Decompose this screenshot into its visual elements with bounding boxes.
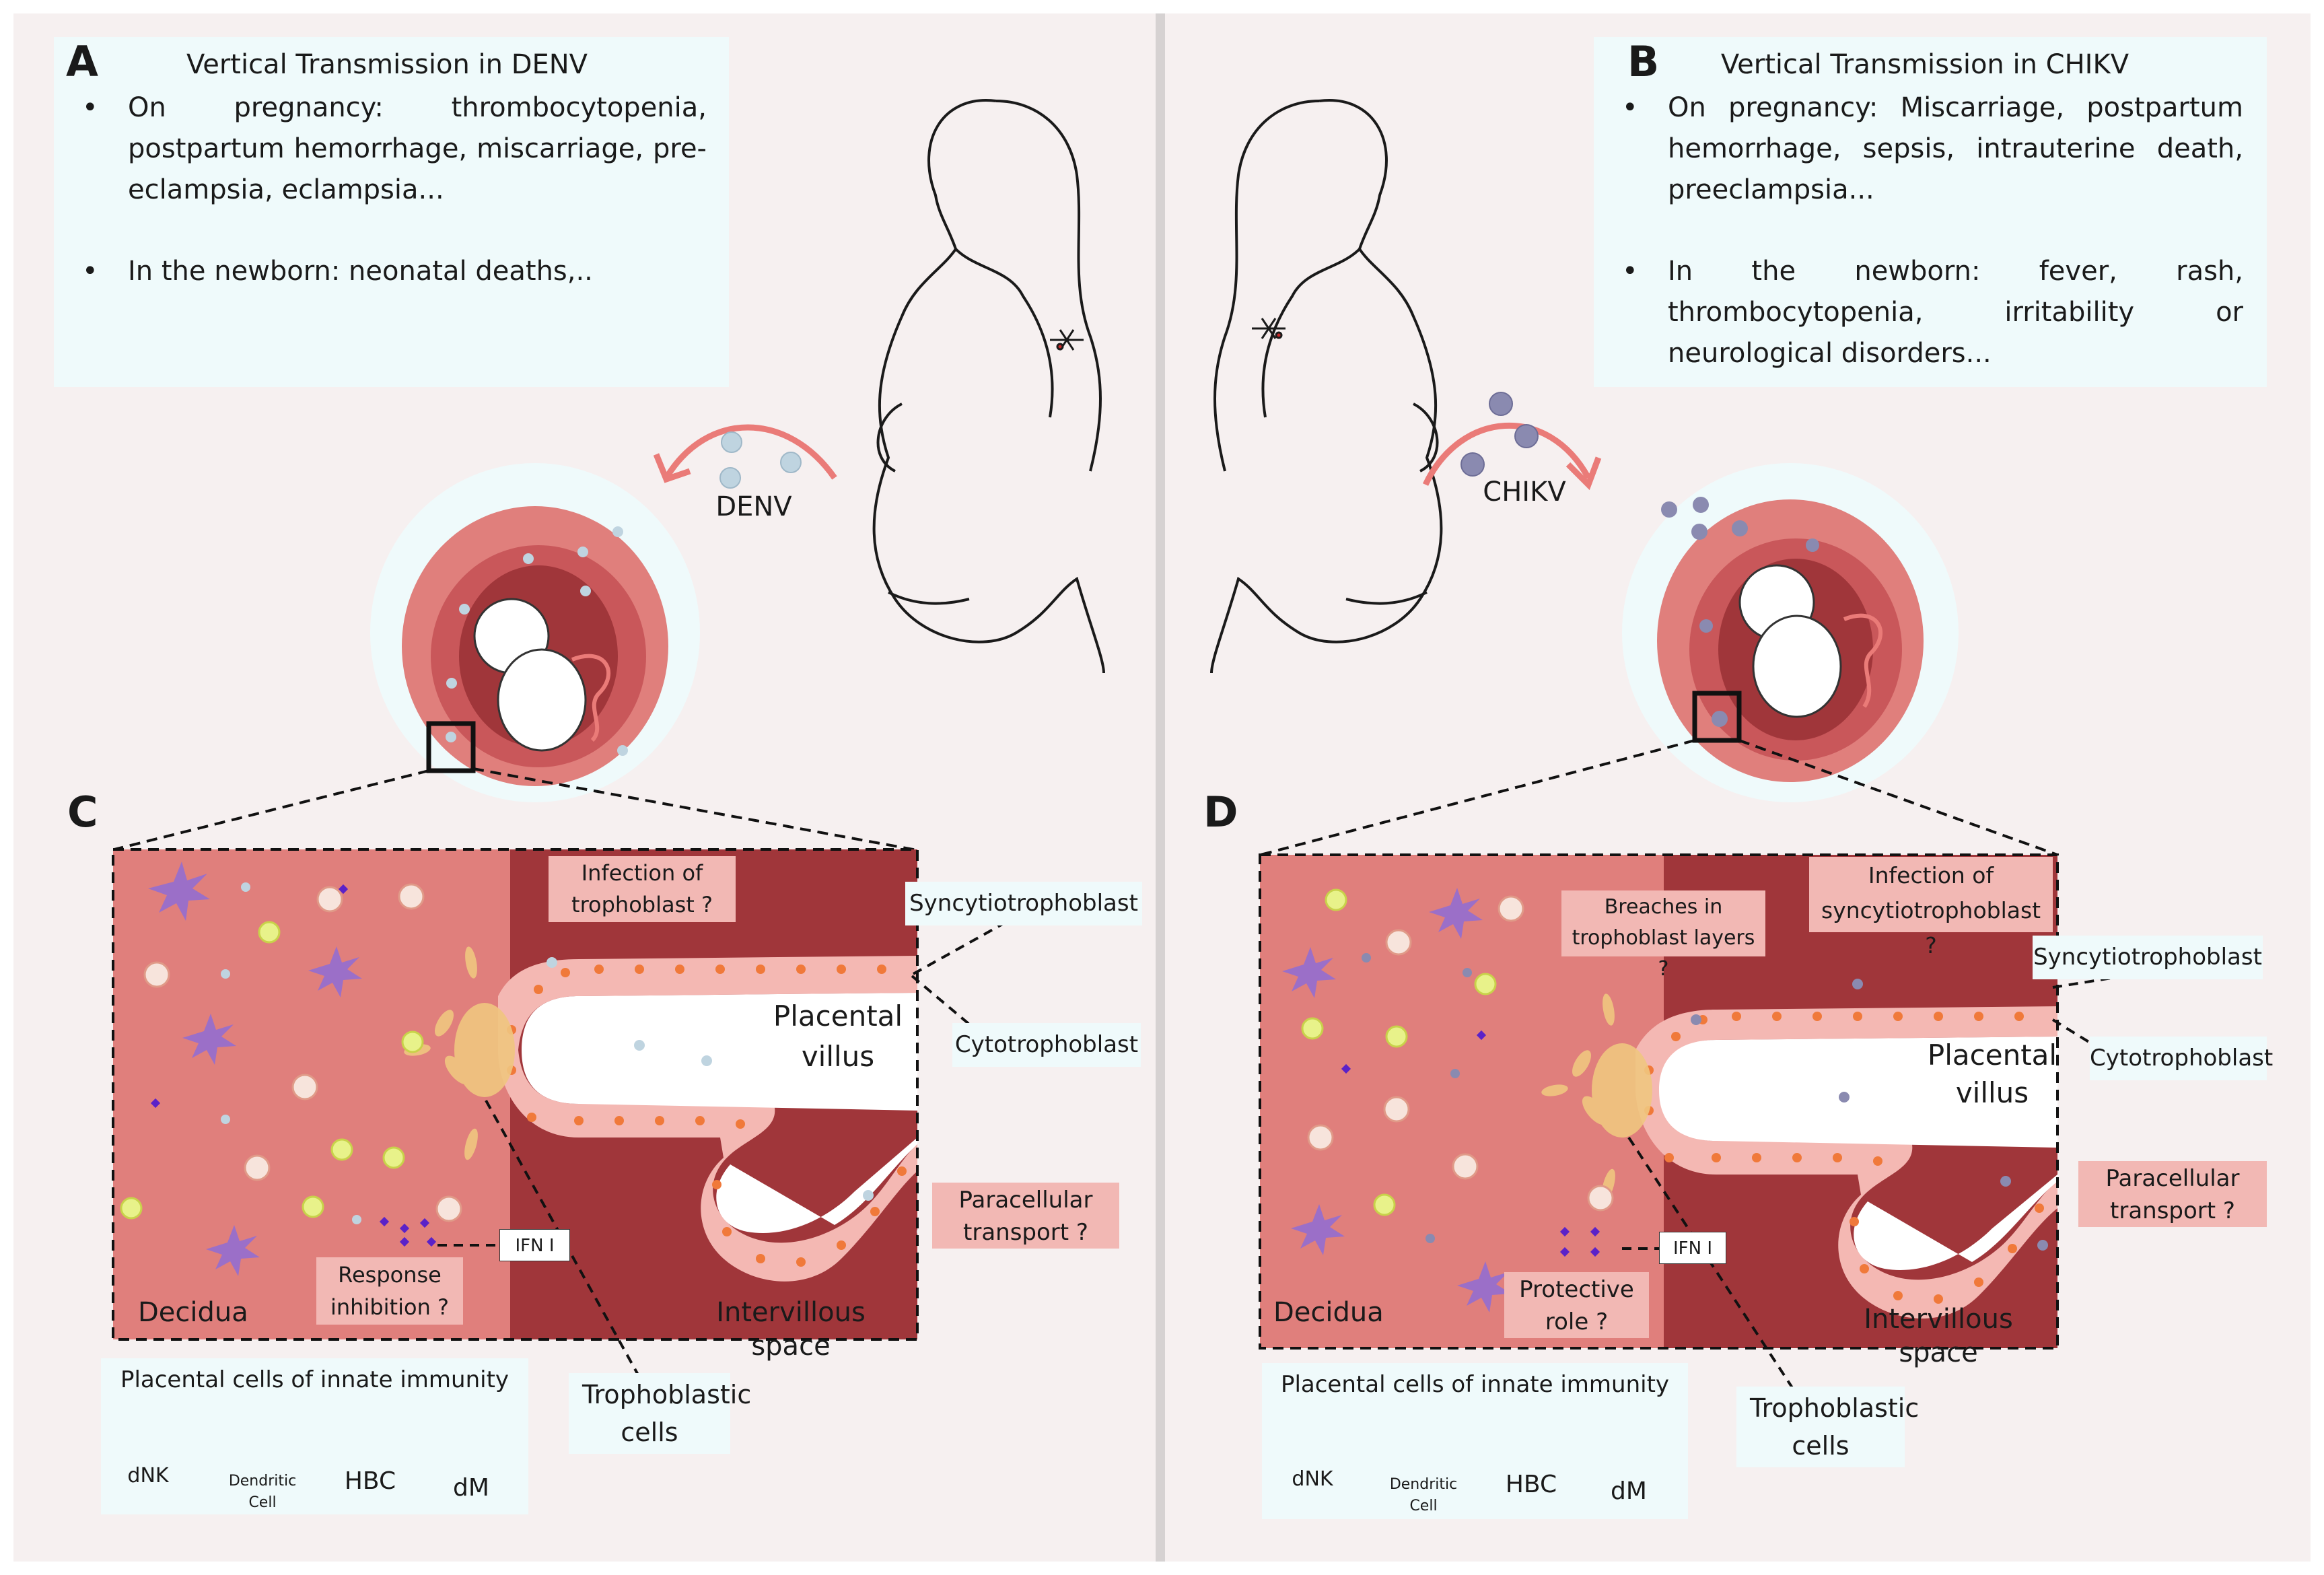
panel-a-bullets: On pregnancy: thrombocytopenia, postpart…: [54, 88, 707, 292]
panel-d-syncytiotrophoblast-label: Syncytiotrophoblast: [2033, 936, 2263, 979]
placenta-right-frame: [1259, 853, 2059, 1350]
panel-c-cytotrophoblast-label: Cytotrophoblast: [952, 1023, 1141, 1067]
chikv-arrow: [1422, 423, 1591, 486]
denv-arrow: [664, 424, 837, 480]
panel-b-title: Vertical Transmission in CHIKV: [1720, 49, 2129, 80]
panel-c-decidua-label: Decidua: [138, 1297, 248, 1328]
legend-left-dendritic-label: Dendritic Cell: [228, 1473, 297, 1511]
panel-c-infection-note: Infection of trophoblast ?: [549, 856, 736, 922]
panel-d-cytotrophoblast-label: Cytotrophoblast: [2090, 1037, 2273, 1080]
legend-left-dm-label: dM: [453, 1474, 489, 1502]
placenta-left: [113, 849, 917, 1339]
panel-b-bullet-pregnancy: On pregnancy: Miscarriage, postpartum he…: [1594, 88, 2243, 211]
panel-c-ifn-label: IFN I: [499, 1229, 570, 1261]
panel-a-letter: A: [66, 37, 98, 86]
pregnant-woman-left: [872, 99, 1105, 674]
legend-right-hbc-label: HBC: [1505, 1471, 1557, 1498]
uterus-left: [370, 463, 700, 802]
zoom-square-left: [426, 721, 476, 773]
panel-d-intervillous-label: Intervillous space: [1864, 1304, 2013, 1368]
panel-a-bullet-pregnancy: On pregnancy: thrombocytopenia, postpart…: [54, 88, 707, 211]
panel-d-paracellular-note: Paracellular transport ?: [2078, 1161, 2267, 1227]
panel-c-letter: C: [67, 788, 98, 837]
panel-d-villus-label: Placental villus: [1927, 1039, 2057, 1109]
legend-left-title: Placental cells of innate immunity: [120, 1366, 509, 1393]
panel-c-villus-label: Placental villus: [773, 1000, 903, 1073]
panel-a-title: Vertical Transmission in DENV: [186, 49, 588, 80]
legend-right-dm-label: dM: [1611, 1477, 1647, 1505]
uterus-right: [1622, 463, 1959, 802]
panel-d-breaches-note: Breaches in trophoblast layers ?: [1561, 890, 1765, 981]
panel-divider: [1156, 13, 1165, 1562]
denv-label: DENV: [715, 491, 792, 522]
panel-c-paracellular-note: Paracellular transport ?: [932, 1183, 1119, 1249]
legend-right-box: [1262, 1363, 1688, 1519]
panel-c-trophoblastic-label: Trophoblastic cells: [569, 1373, 751, 1454]
panel-b-bullets: On pregnancy: Miscarriage, postpartum he…: [1594, 88, 2243, 374]
zoom-square-right: [1692, 691, 1742, 743]
legend-left-box: [101, 1358, 528, 1514]
legend-right-dnk-label: dNK: [1292, 1467, 1333, 1491]
panel-d-protective-note: Protective role ?: [1504, 1272, 1649, 1338]
legend-left-hbc-label: HBC: [344, 1467, 396, 1495]
panel-b-bullet-newborn: In the newborn: fever, rash, thrombocyto…: [1594, 251, 2243, 374]
legend-right-title: Placental cells of innate immunity: [1280, 1371, 1670, 1398]
chikv-arrow-head: [1565, 456, 1602, 491]
denv-arrow-head: [653, 453, 691, 483]
chikv-particles: [1460, 392, 1539, 477]
panel-c-intervillous-label: Intervillous space: [716, 1297, 866, 1362]
panel-c-syncytiotrophoblast-label: Syncytiotrophoblast: [905, 882, 1142, 925]
panel-d-letter: D: [1203, 788, 1238, 837]
panel-b-letter: B: [1627, 37, 1660, 86]
chikv-label: CHIKV: [1483, 477, 1566, 508]
denv-particles: [719, 431, 802, 489]
panel-c-response-note: Response inhibition ?: [316, 1257, 463, 1325]
panel-d-ifn-label: IFN I: [1659, 1232, 1726, 1264]
panel-d-decidua-label: Decidua: [1273, 1297, 1384, 1328]
pregnant-woman-right: [1210, 99, 1443, 674]
panel-d-infection-note: Infection of syncytiotrophoblast ?: [1809, 857, 2053, 958]
mosquito-icon-right: [1252, 318, 1286, 339]
panel-a-bullet-newborn: In the newborn: neonatal deaths,..: [54, 251, 707, 292]
panel-d-trophoblastic-label: Trophoblastic cells: [1736, 1387, 1919, 1467]
legend-left-dnk-label: dNK: [127, 1464, 169, 1488]
legend-right-dendritic-label: Dendritic Cell: [1389, 1476, 1458, 1514]
mosquito-icon-left: [1050, 329, 1084, 351]
